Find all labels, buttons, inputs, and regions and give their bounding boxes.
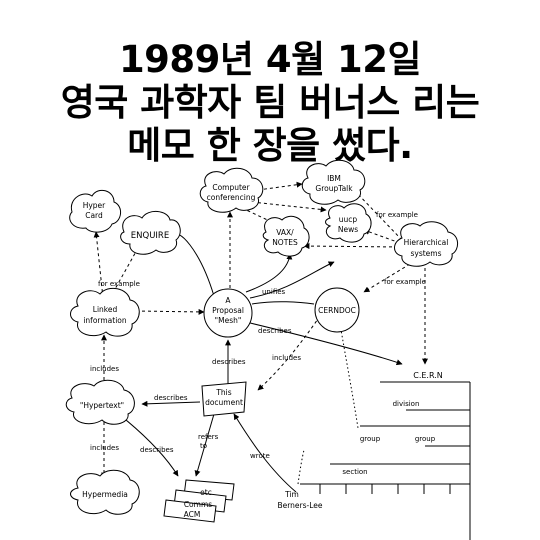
etc-label-1: etc xyxy=(200,488,212,497)
label-wrote: wrote xyxy=(250,452,270,460)
edge-hier-to-uucp xyxy=(363,229,401,244)
edge-cerndoc-to-doc xyxy=(257,315,321,391)
label-describes-doc-mesh: describes xyxy=(212,358,246,366)
linked-label-1: Linked xyxy=(93,305,118,314)
node-this-document: This document xyxy=(201,381,247,417)
document-label-1: This xyxy=(215,388,231,397)
hierarchical-label-2: systems xyxy=(410,249,441,258)
label-includes-cerndoc: includes xyxy=(272,354,301,362)
etc-label-2: Comms xyxy=(184,500,212,509)
node-hypermedia: Hypermedia xyxy=(70,469,140,515)
label-to: to xyxy=(200,442,207,450)
org-group-left-label: group xyxy=(360,435,381,443)
cern-org-chart: C.E.R.N division group group section xyxy=(300,371,471,540)
headline-memo: 메모 한 장을 썼다. xyxy=(127,124,413,167)
edge-mesh-to-vax xyxy=(245,253,293,293)
node-ibm-grouptalk: IBM GroupTalk xyxy=(301,159,366,205)
headline-scientist: 영국 과학자 팀 버너스 리는 xyxy=(60,81,480,124)
diagram-edges xyxy=(93,181,428,493)
hypercard-label-2: Card xyxy=(85,211,103,220)
label-describes-hypertext-etc: describes xyxy=(140,446,174,454)
org-root-label: C.E.R.N xyxy=(413,371,443,380)
label-includes-top: includes xyxy=(90,365,119,373)
edge-linked-to-mesh xyxy=(135,308,205,315)
label-includes-bottom: includes xyxy=(90,444,119,452)
org-section-label: section xyxy=(342,468,367,476)
edge-conf-to-ibm xyxy=(257,181,303,191)
hypermedia-label: Hypermedia xyxy=(82,490,128,499)
node-linked-information: Linked information xyxy=(70,287,140,337)
ibm-label-2: GroupTalk xyxy=(315,184,353,193)
edge-hier-to-vax xyxy=(303,243,399,250)
edge-hypertext-to-etc xyxy=(125,419,179,477)
tim-label-2: Berners-Lee xyxy=(277,501,322,510)
hierarchical-label-1: Hierarchical xyxy=(404,238,449,247)
edge-mesh-to-uucp xyxy=(249,261,335,299)
edge-mesh-to-cerndoc xyxy=(251,301,315,305)
conferencing-label-1: Computer xyxy=(212,183,250,192)
linked-label-2: information xyxy=(83,316,127,325)
node-computer-conferencing: Computer conferencing xyxy=(199,167,264,213)
edge-conf-to-uucp xyxy=(251,201,327,213)
edge-mesh-to-enquire xyxy=(171,229,215,297)
vax-label-1: VAX/ xyxy=(276,228,294,237)
vax-label-2: NOTES xyxy=(272,238,298,247)
uucp-label-1: uucp xyxy=(339,215,358,224)
label-for-example-right-mid: for example xyxy=(384,278,426,286)
conferencing-label-2: conferencing xyxy=(207,193,256,202)
node-hypertext: "Hypertext" xyxy=(65,379,135,425)
node-hypercard: Hyper Card xyxy=(69,189,121,233)
mesh-label-3: "Mesh" xyxy=(215,316,242,325)
label-refers: refers xyxy=(198,433,219,441)
ibm-label-1: IBM xyxy=(327,174,341,183)
edge-doc-to-hypertext xyxy=(141,400,201,407)
mesh-label-2: Proposal xyxy=(212,306,244,315)
edge-tim-to-doc xyxy=(233,413,297,493)
edge-labels: for example for example for example unif… xyxy=(90,211,426,460)
hypercard-label-1: Hyper xyxy=(83,201,106,210)
node-proposal-mesh: A Proposal "Mesh" xyxy=(203,288,253,338)
label-describes-mesh-cern: describes xyxy=(258,327,292,335)
edge-tim-dotted xyxy=(297,449,305,485)
node-hierarchical-systems: Hierarchical systems xyxy=(394,221,458,267)
cerndoc-label: CERNDOC xyxy=(318,306,356,315)
org-group-right-label: group xyxy=(415,435,436,443)
node-etc-stack: etc Comms ACM xyxy=(163,479,235,523)
headline-date: 1989년 4월 12일 xyxy=(118,38,422,81)
node-vax-notes: VAX/ NOTES xyxy=(262,215,310,257)
label-describes-doc-hypertext: describes xyxy=(154,394,188,402)
edge-mesh-to-cern xyxy=(245,321,403,366)
uucp-label-2: News xyxy=(338,225,358,234)
node-cerndoc: CERNDOC xyxy=(314,287,360,333)
node-enquire: ENQUIRE xyxy=(120,211,181,255)
label-for-example-right-top: for example xyxy=(376,211,418,219)
enquire-label: ENQUIRE xyxy=(131,231,169,241)
node-uucp-news: uucp News xyxy=(325,203,372,243)
edge-doc-to-etc xyxy=(194,413,215,477)
tim-label-1: Tim xyxy=(284,490,299,499)
label-for-example-left: for example xyxy=(98,280,140,288)
mesh-label-1: A xyxy=(225,296,231,305)
org-division-label: division xyxy=(393,400,420,408)
node-tim: Tim Berners-Lee xyxy=(277,490,322,510)
edge-linked-to-hypercard xyxy=(93,231,104,299)
edge-hier-to-cerndoc xyxy=(363,263,411,293)
document-label-2: document xyxy=(205,398,243,407)
label-unifies: unifies xyxy=(262,288,286,296)
hypertext-label: "Hypertext" xyxy=(80,401,124,410)
etc-label-3: ACM xyxy=(184,510,201,519)
